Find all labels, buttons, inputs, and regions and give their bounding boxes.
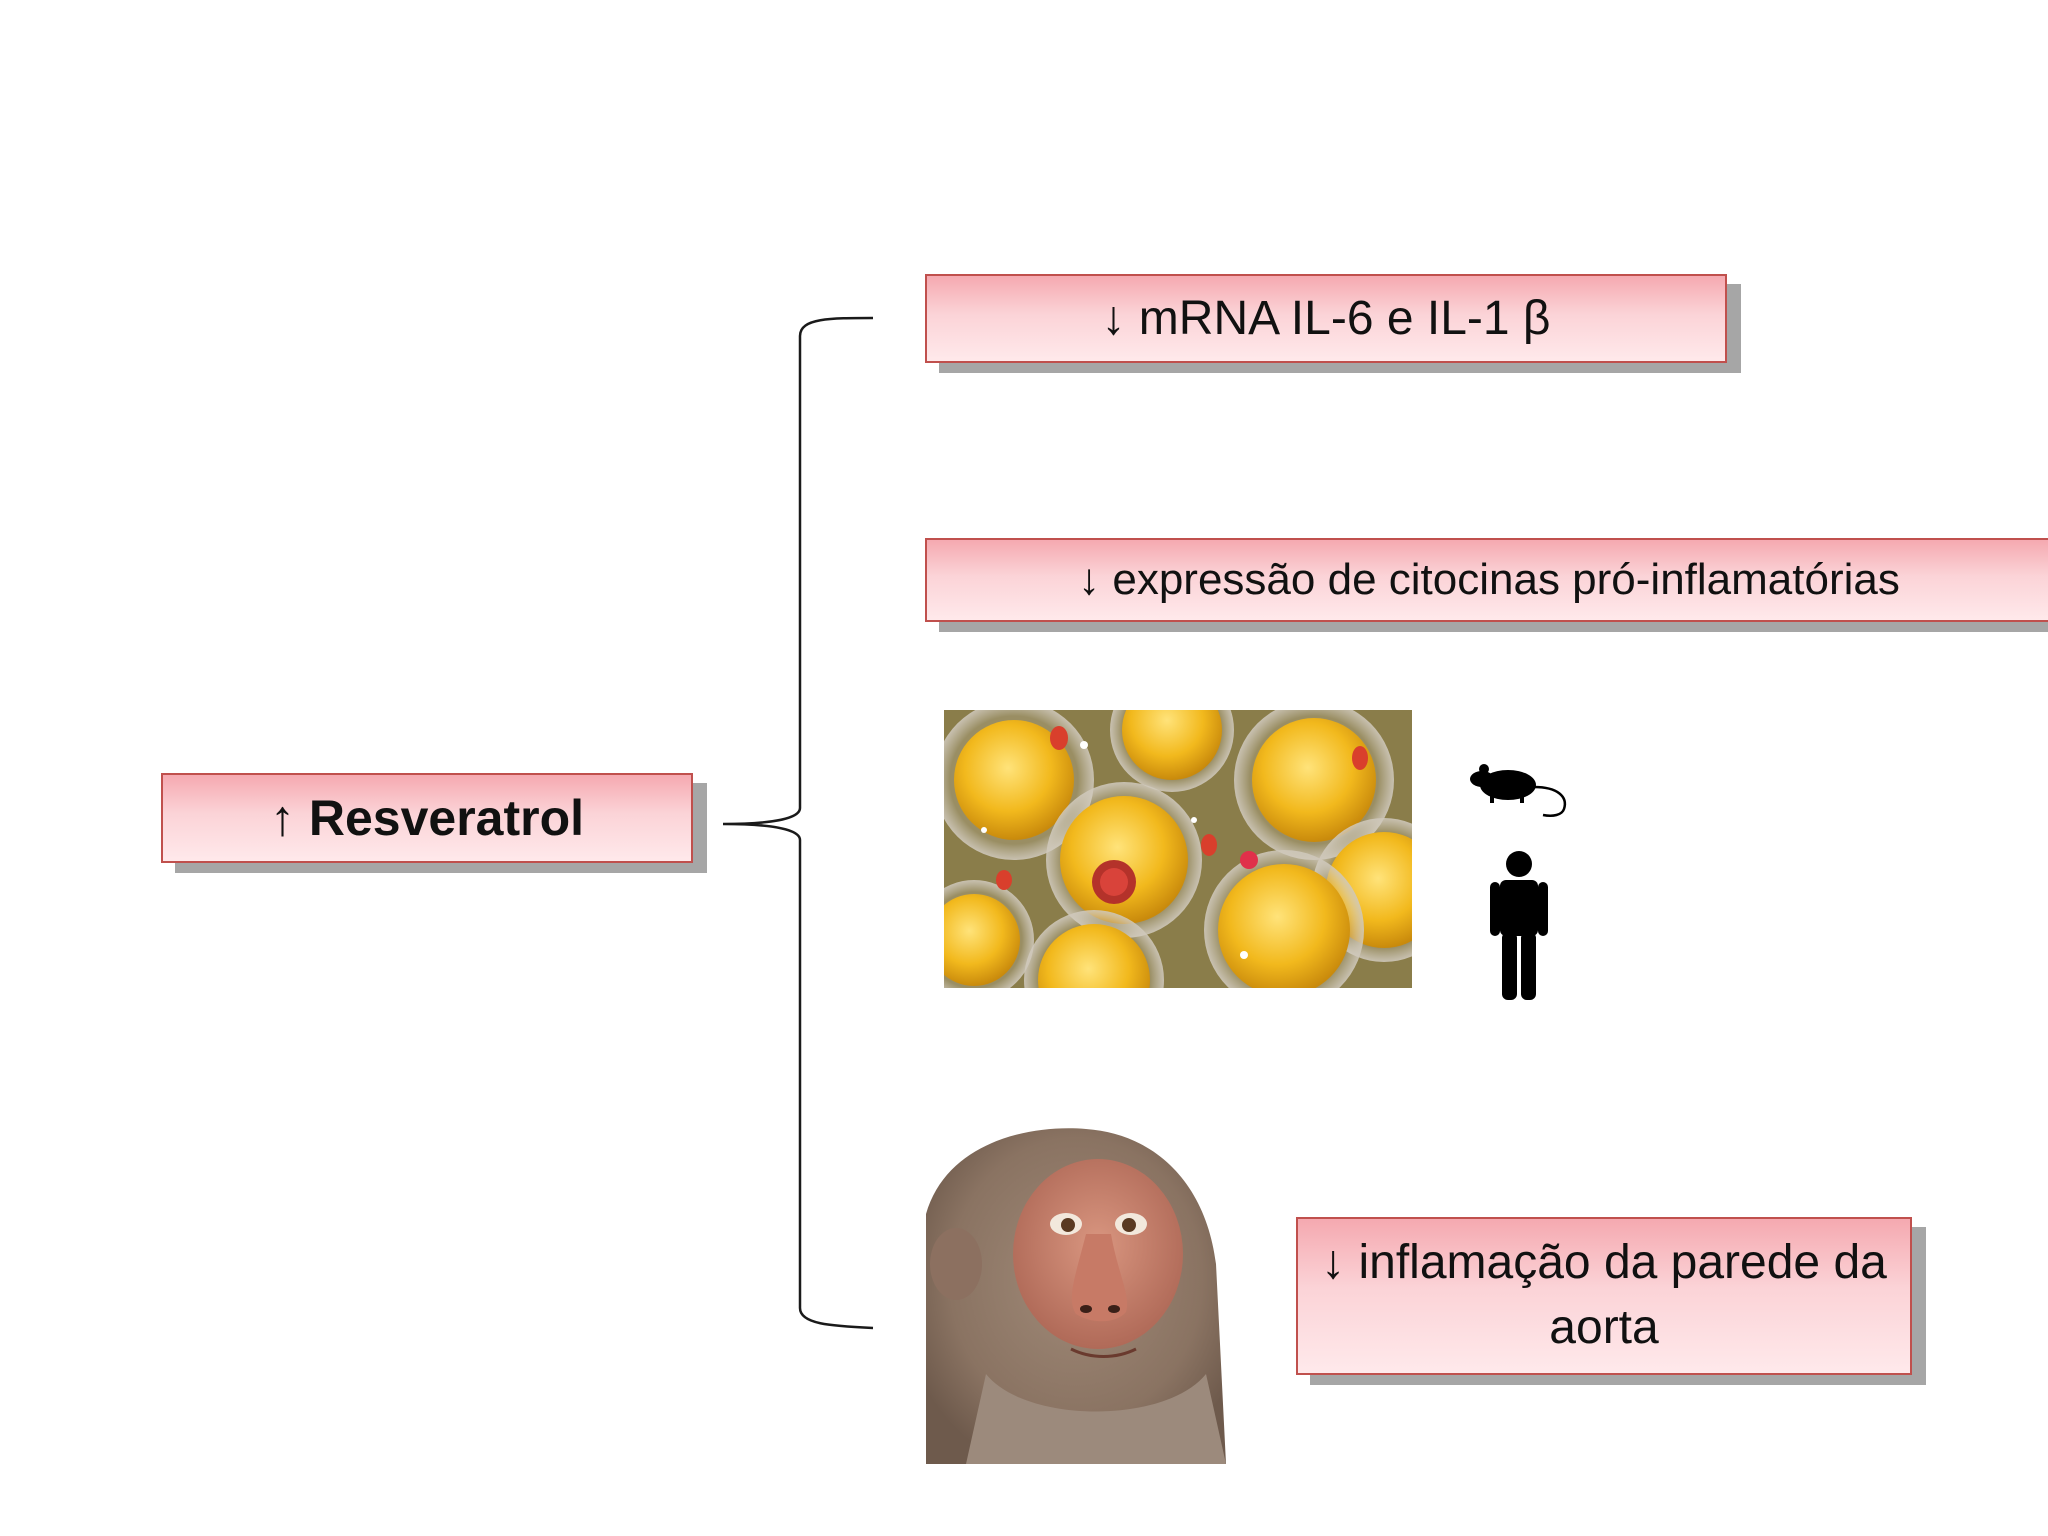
cytokine-expression-label: ↓ expressão de citocinas pró-inflamatóri… xyxy=(1078,555,1900,604)
mouse-icon xyxy=(1470,764,1567,817)
resveratrol-label: ↑ Resveratrol xyxy=(269,790,585,846)
adipocytes-illustration xyxy=(944,710,1412,988)
cytokine-expression-box: ↓ expressão de citocinas pró-inflamatóri… xyxy=(925,538,2048,622)
monkey-image xyxy=(926,1128,1226,1464)
person-icon xyxy=(1490,851,1548,1000)
mrna-il6-il1b-box: ↓ mRNA IL-6 e IL-1 β xyxy=(925,274,1727,363)
aortic-inflammation-label: ↓ inflamação da parede da aorta xyxy=(1321,1236,1887,1354)
resveratrol-box: ↑ Resveratrol xyxy=(161,773,693,863)
aortic-wall-inflammation-box: ↓ inflamação da parede da aorta xyxy=(1296,1217,1912,1375)
mrna-label: ↓ mRNA IL-6 e IL-1 β xyxy=(1101,292,1551,345)
